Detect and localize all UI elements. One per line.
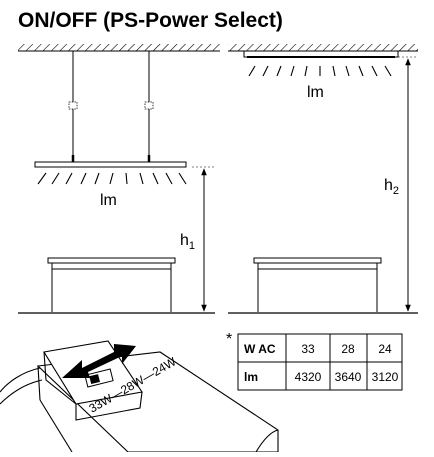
footnote-marker: * xyxy=(226,331,232,348)
power-table xyxy=(237,333,403,391)
table-header-24: 24 xyxy=(378,342,392,356)
lumen-label-right: lm xyxy=(307,84,324,101)
height-dimension-h1 xyxy=(192,166,215,312)
suspended-luminaire xyxy=(34,161,187,168)
right-ceiling xyxy=(228,44,418,52)
ceiling-luminaire xyxy=(243,50,399,58)
driver-device xyxy=(0,351,279,453)
table-row-lm-label: lm xyxy=(244,370,258,384)
right-table xyxy=(253,257,382,312)
right-light-rays xyxy=(248,65,392,77)
slide-switch-icon[interactable] xyxy=(84,368,114,388)
double-arrow-icon xyxy=(62,344,136,378)
table-header-28: 28 xyxy=(341,342,355,356)
h1-label: h1 xyxy=(180,232,195,252)
table-header-33: 33 xyxy=(301,342,315,356)
left-ceiling xyxy=(18,44,220,52)
lumen-label-left: lm xyxy=(100,192,117,209)
table-cell-3120: 3120 xyxy=(372,370,399,384)
h2-label: h2 xyxy=(384,177,399,197)
suspension-cables xyxy=(68,51,154,162)
table-cell-4320: 4320 xyxy=(295,370,322,384)
page-title: ON/OFF (PS-Power Select) xyxy=(18,9,283,32)
height-dimension-h2 xyxy=(398,56,418,312)
left-table xyxy=(47,257,176,312)
table-header-wac: W AC xyxy=(244,342,276,356)
left-light-rays xyxy=(37,172,187,185)
table-cell-3640: 3640 xyxy=(335,370,362,384)
